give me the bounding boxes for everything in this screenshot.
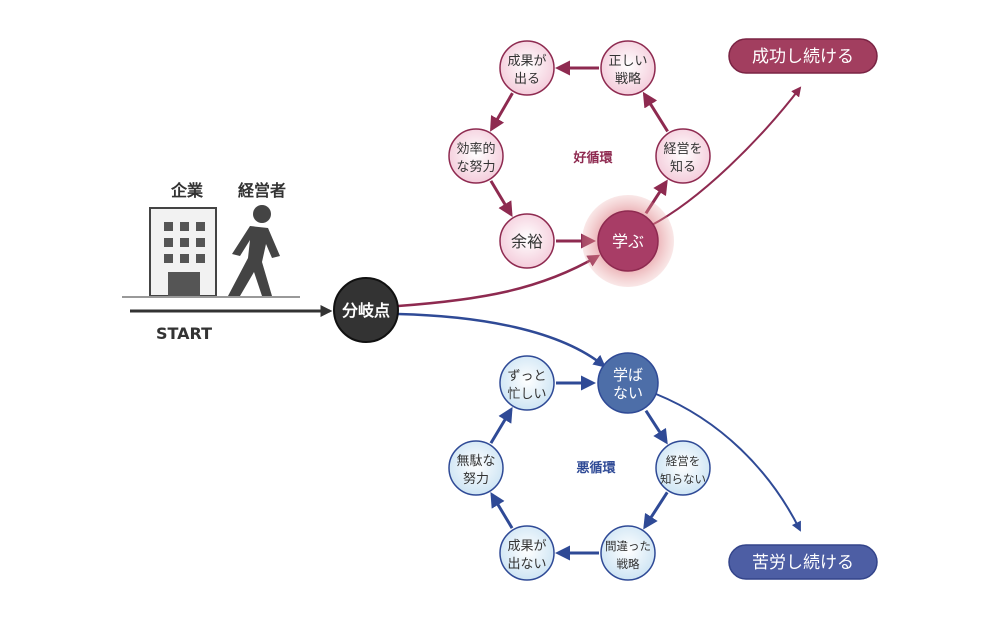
struggle-label: 苦労し続ける (752, 553, 854, 573)
good-cycle-node-label: 出る (514, 72, 540, 87)
good-cycle-node-label: 学ぶ (612, 232, 644, 251)
good-cycle-arrow (489, 180, 513, 217)
bad-cycle-node-label: 知らない (660, 472, 706, 486)
branch-node: 分岐点 (333, 277, 399, 343)
good-cycle-title: 好循環 (572, 150, 613, 166)
good-cycle-node-label: 経営を (663, 142, 702, 157)
bad-cycle-arrow (489, 407, 513, 444)
good-cycle-node-label: 成果が (507, 54, 546, 69)
bad-cycle-node-label: 成果が (507, 539, 546, 554)
good-cycle-node: 余裕 (499, 213, 555, 269)
bad-cycle-node-label: 出ない (507, 557, 546, 572)
branch-label: 分岐点 (342, 301, 390, 320)
good-cycle-arrow (642, 91, 669, 133)
path-to-learn (397, 254, 601, 308)
bad-cycle-node-label: ない (613, 384, 643, 402)
good-cycle-node-label: 効率的 (456, 141, 495, 157)
success-badge: 成功し続ける (728, 38, 878, 74)
good-cycle-node-label: 正しい (608, 54, 647, 69)
path-to-not-learn (397, 312, 606, 368)
bad-cycle-arrow (490, 492, 514, 529)
good-cycle-node-label: 知る (670, 159, 696, 175)
bad-cycle-arrow (643, 491, 669, 530)
good-cycle-arrow (490, 92, 514, 132)
company-label: 企業 (170, 181, 204, 200)
bad-cycle-node-label: 戦略 (617, 557, 640, 571)
bad-cycle-node-label: 努力 (463, 472, 489, 487)
good-cycle-node: 学ぶ (582, 195, 674, 287)
good-cycle-node-label: 余裕 (511, 232, 543, 251)
good-cycle-node-label: な努力 (456, 160, 495, 175)
bad-cycle-node-label: 学ば (613, 366, 643, 384)
struggle-badge: 苦労し続ける (728, 544, 878, 580)
person-walking-icon (228, 205, 280, 296)
path-to-success (649, 86, 802, 227)
building-icon (149, 207, 217, 297)
bad-cycle-title: 悪循環 (576, 460, 616, 476)
bad-cycle-node-label: 無駄な (456, 454, 495, 469)
start-label: START (156, 324, 212, 343)
bad-cycle-arrow (644, 409, 668, 445)
path-to-struggle (655, 393, 801, 532)
manager-label: 経営者 (238, 181, 286, 200)
bad-cycle-node-label: 間違った (605, 539, 651, 553)
success-label: 成功し続ける (752, 47, 854, 67)
good-cycle-node-label: 戦略 (615, 71, 641, 87)
bad-cycle-node-label: 忙しい (507, 387, 546, 402)
bad-cycle-node-label: 経営を (666, 454, 701, 468)
bad-cycle-node-label: ずっと (507, 369, 546, 384)
